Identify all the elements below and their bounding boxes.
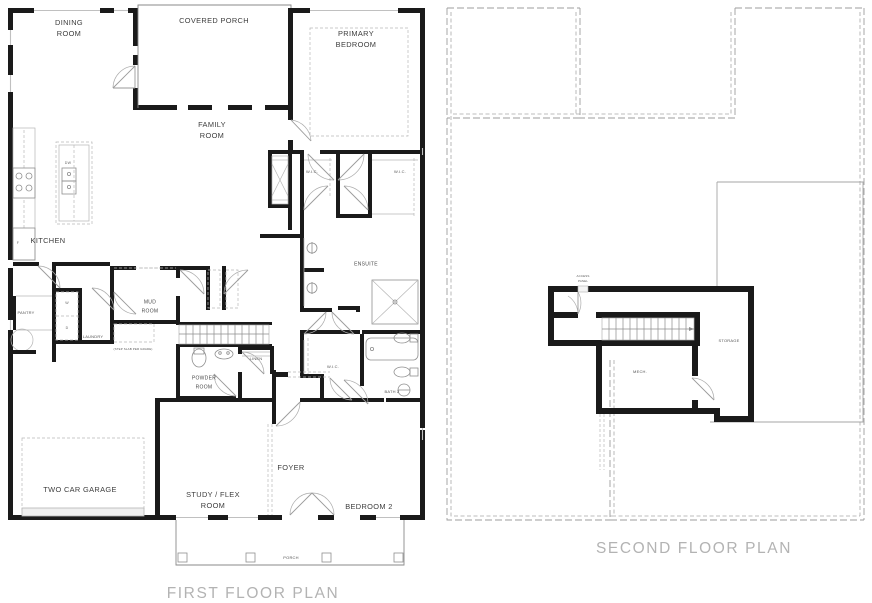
access-panel: ACCESS PANEL [577,274,590,293]
porch-column-4 [393,552,404,563]
porch-column-2 [245,552,256,563]
second-floor-plan: ACCESS PANEL [446,7,865,557]
label-bath-2: BATH 2 [385,389,400,394]
fridge-label: F [17,241,20,245]
study-foyer-walls [140,267,424,519]
note-step-slab: (STEP SLAB PER GRADE) [114,347,153,351]
label-primary-bedroom-line1: PRIMARY [338,29,374,38]
label-mech: MECH. [633,369,647,374]
first-floor-plan: F DW [8,4,425,602]
label-family-room-line1: FAMILY [198,120,226,129]
label-storage: STORAGE [719,338,740,343]
dining-room-door [112,65,136,89]
bath2-area [275,334,420,427]
second-floor-doors [567,291,715,401]
label-two-car-garage: TWO CAR GARAGE [43,485,116,494]
primary-suite-walls [260,150,422,344]
second-floor-footprint-outlines [446,7,865,521]
first-floor-plan-title: FIRST FLOOR PLAN [167,585,340,602]
primary-bedroom-door [290,119,312,142]
label-ensuite: ENSUITE [354,261,378,267]
first-floor-stairs [176,322,272,347]
first-floor-exterior-walls [8,8,425,520]
note-access-panel-line2: PANEL [578,279,588,283]
service-wing-walls: W D [13,262,239,362]
label-wic-right: W.I.C. [394,169,406,174]
label-powder-room-line1: POWDER [192,375,216,381]
label-study-flex-line1: STUDY / FLEX [186,490,240,499]
first-floor-labels: DINING ROOM COVERED PORCH PRIMARY BEDROO… [17,16,406,560]
label-dining-room-line1: DINING [55,18,83,27]
primary-bedroom-windows [310,9,424,155]
label-linen: LINEN [250,356,263,361]
label-study-flex-line2: ROOM [201,501,225,510]
kitchen-casework: F DW [12,127,93,261]
label-foyer: FOYER [277,463,304,472]
porch-column-1 [177,552,188,563]
label-porch: PORCH [283,555,298,560]
label-bedroom-2: BEDROOM 2 [345,502,393,511]
dining-room-windows [9,9,128,330]
label-powder-room-line2: ROOM [196,384,213,390]
label-kitchen: KITCHEN [31,236,66,245]
porch-column-3 [321,552,332,563]
primary-bedroom-tray-outline [309,27,409,137]
second-floor-labels: STORAGE MECH. [633,338,740,374]
dishwasher-label: DW [65,161,72,165]
label-covered-porch: COVERED PORCH [179,16,249,25]
label-wic-lower: W.I.C. [327,364,339,369]
garage-door [21,507,145,517]
label-pantry: PANTRY [17,310,34,315]
note-access-panel-line1: ACCESS [577,274,590,278]
service-wing-doors [37,265,249,315]
dryer-label: D [66,326,69,330]
label-family-room-line2: ROOM [200,131,224,140]
washer-label: W [65,301,69,305]
covered-porch-outline [137,4,292,108]
two-car-garage-area [8,328,145,517]
second-floor-plan-title: SECOND FLOOR PLAN [596,540,792,557]
label-primary-bedroom-line2: BEDROOM [336,40,377,49]
second-floor-walls [548,286,754,422]
front-porch-outline [175,520,405,566]
second-floor-stairs [601,317,695,341]
label-laundry: LAUNDRY [83,334,104,339]
label-dining-room-line2: ROOM [57,29,81,38]
second-floor-bonus-outline [710,181,864,423]
label-mud-room-line1: MUD [144,299,156,305]
label-wic-left: W.I.C. [306,169,318,174]
powder-room-area [176,346,274,400]
label-mud-room-line2: ROOM [142,308,159,314]
